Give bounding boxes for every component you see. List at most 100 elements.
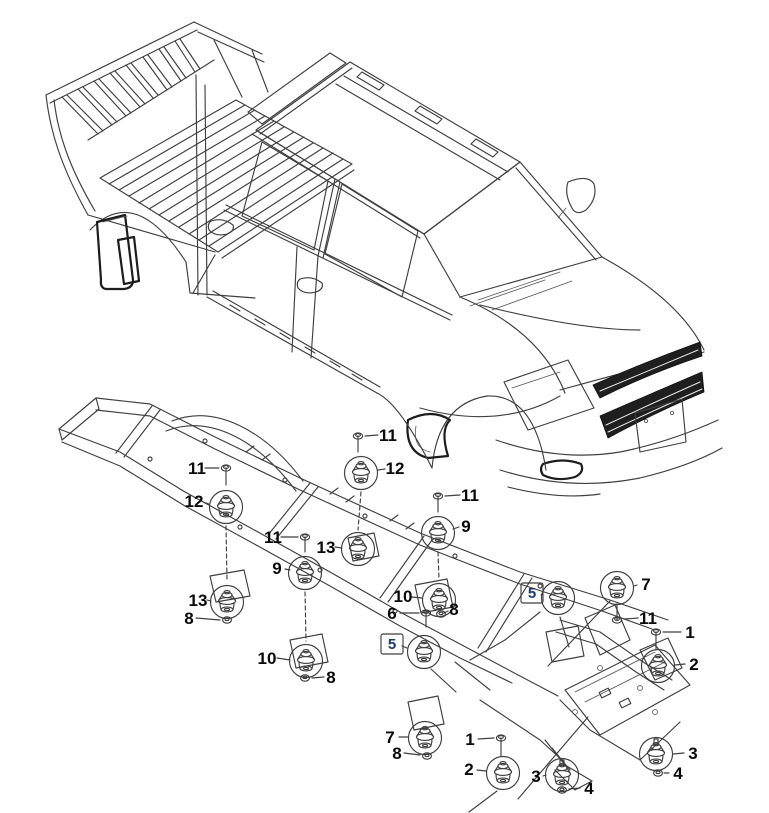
leader-line bbox=[477, 737, 495, 740]
callout-number: 11 bbox=[264, 528, 282, 547]
body-mount-icon bbox=[558, 763, 566, 768]
callout-number: 10 bbox=[394, 587, 413, 606]
callout-number: 3 bbox=[531, 767, 540, 786]
highlight-circle bbox=[343, 455, 379, 491]
nut-icon-top bbox=[224, 617, 230, 622]
body-mount-icon bbox=[421, 726, 429, 731]
body-mount-icon bbox=[654, 654, 662, 659]
bolt-head-top bbox=[355, 433, 361, 437]
callout-10-11: 10 bbox=[258, 643, 324, 679]
callout-5-16[interactable]: 5 bbox=[380, 633, 442, 670]
callout-number: 8 bbox=[326, 668, 335, 687]
nut-icon bbox=[300, 674, 310, 682]
callout-9-7: 9 bbox=[272, 555, 323, 591]
highlight-circle bbox=[287, 555, 323, 591]
body-mount-icon bbox=[216, 502, 236, 510]
callout-number: 4 bbox=[673, 764, 683, 783]
body-mount-icon bbox=[611, 577, 623, 585]
body-mount-icon bbox=[357, 478, 365, 483]
leader-line bbox=[276, 657, 291, 661]
body-mount-icon bbox=[299, 665, 313, 672]
callout-8-10: 8 bbox=[184, 609, 232, 628]
part-number-highlight[interactable] bbox=[520, 582, 544, 604]
body-mount-icon bbox=[351, 553, 365, 560]
callout-number: 7 bbox=[385, 728, 394, 747]
body-mount-icon bbox=[554, 586, 562, 591]
callout-number: 10 bbox=[258, 649, 277, 668]
callout-number: 11 bbox=[639, 609, 657, 628]
body-mount-icon bbox=[223, 590, 231, 595]
bolt-head bbox=[220, 464, 232, 472]
body-mount-icon bbox=[222, 512, 230, 517]
callout-2-27: 2 bbox=[464, 755, 521, 791]
callout-2-21: 2 bbox=[640, 648, 699, 684]
callout-11-19: 11 bbox=[611, 603, 657, 628]
highlight-circle bbox=[288, 643, 324, 679]
body-mount-icon bbox=[613, 576, 621, 581]
bolt-head bbox=[420, 609, 432, 617]
nut-icon-top bbox=[559, 787, 565, 792]
body-mount-icon bbox=[646, 749, 666, 757]
highlight-circle bbox=[406, 634, 442, 670]
callout-13-8: 13 bbox=[317, 531, 376, 567]
body-mount-icon bbox=[654, 671, 662, 676]
part-number-highlight[interactable] bbox=[380, 633, 404, 655]
bed-wall-slots bbox=[61, 38, 201, 135]
body-mount-icon bbox=[420, 640, 428, 645]
body-mount-icon bbox=[295, 568, 315, 576]
body-mount-icon bbox=[496, 777, 510, 784]
body-mount-icon bbox=[301, 578, 309, 583]
bolt-head-top bbox=[614, 617, 620, 621]
body-mount-icon bbox=[351, 468, 371, 476]
front-wheel-liner bbox=[406, 412, 452, 460]
body-mount-icon bbox=[415, 733, 435, 741]
body-mount-icon bbox=[434, 521, 442, 526]
body-mount-icon bbox=[300, 650, 312, 658]
body-mount-icon bbox=[414, 647, 434, 655]
callout-11-0: 11 bbox=[188, 459, 232, 486]
mount-center-line bbox=[437, 551, 440, 580]
body-mount-icon bbox=[419, 727, 431, 735]
body-mount-icon bbox=[649, 758, 663, 765]
body-mount-icon bbox=[299, 562, 311, 570]
pointer-line bbox=[517, 716, 589, 800]
nut-icon-top bbox=[302, 675, 308, 680]
callout-number[interactable]: 5 bbox=[388, 636, 396, 653]
license-plate bbox=[634, 398, 687, 453]
callout-number: 13 bbox=[189, 591, 208, 610]
nut-icon bbox=[557, 786, 567, 794]
callout-12-1: 12 bbox=[185, 489, 244, 525]
callout-number: 11 bbox=[379, 426, 397, 445]
body-mount-icon bbox=[219, 511, 233, 518]
callout-number: 6 bbox=[387, 604, 396, 623]
body-mount-icon bbox=[434, 538, 442, 543]
callout-5-17[interactable]: 5 bbox=[520, 580, 576, 616]
mount-center-line bbox=[304, 591, 307, 642]
leader-line bbox=[403, 752, 421, 756]
callout-number: 4 bbox=[584, 779, 594, 798]
body-mount-icon bbox=[555, 779, 569, 786]
body-mount-icon bbox=[421, 743, 429, 748]
body-mount-icon bbox=[435, 588, 443, 593]
body-mount-icon bbox=[613, 593, 621, 598]
body-mount-icon bbox=[556, 764, 568, 772]
body-mount-icon bbox=[298, 577, 312, 584]
body-mount-icon bbox=[222, 495, 230, 500]
callout-8-14: 8 bbox=[436, 600, 459, 619]
body-mount-icon bbox=[652, 759, 660, 764]
body-mount-icon bbox=[302, 666, 310, 671]
body-mount-icon bbox=[435, 605, 443, 610]
body-mount-icon bbox=[429, 595, 449, 603]
body-mount-icon bbox=[493, 768, 513, 776]
body-mount-icon bbox=[499, 778, 507, 783]
callout-number: 13 bbox=[317, 538, 336, 557]
body-mount-icon bbox=[551, 602, 565, 609]
callout-number[interactable]: 5 bbox=[528, 585, 536, 602]
bed-floor-ribs bbox=[108, 104, 344, 247]
bolt-head-top bbox=[653, 629, 659, 633]
bolt-head bbox=[299, 533, 311, 541]
mount-center-line bbox=[225, 525, 228, 582]
callout-number: 9 bbox=[461, 517, 470, 536]
leader-line bbox=[633, 584, 638, 587]
